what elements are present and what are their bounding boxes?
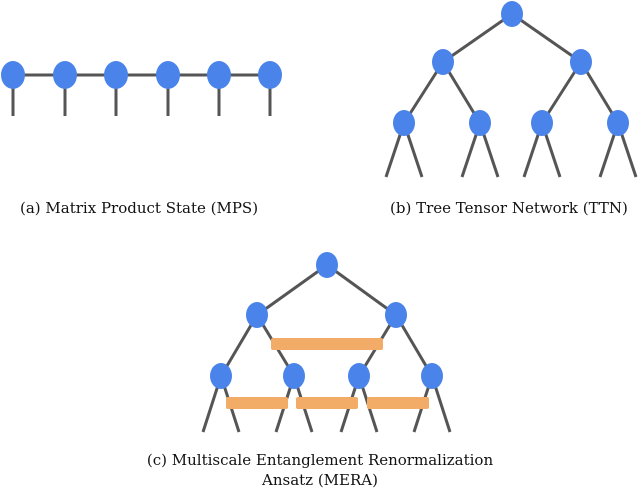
mera-leaf-node (348, 363, 370, 389)
mps-tensor-node (104, 61, 128, 89)
mera-disentangler-lower (296, 397, 358, 409)
mera-edge (256, 263, 328, 317)
mps-diagram (1, 61, 282, 116)
ttn-caption: (b) Tree Tensor Network (TTN) (390, 199, 628, 217)
mera-diagram (201, 252, 452, 433)
mera-tensor-node (246, 302, 268, 328)
mera-root-node (316, 252, 338, 278)
mera-disentangler-lower (226, 397, 288, 409)
ttn-edge (511, 12, 582, 64)
mps-tensor-node (156, 61, 180, 89)
mps-tensor-node (53, 61, 77, 89)
mps-caption: (a) Matrix Product State (MPS) (20, 199, 259, 217)
mera-edge (326, 263, 397, 317)
mps-tensor-node (258, 61, 282, 89)
mera-tensor-node (385, 302, 407, 328)
ttn-diagram (384, 1, 638, 178)
mera-leaf-node (210, 363, 232, 389)
mera-caption-line2: Ansatz (MERA) (262, 471, 378, 489)
mera-caption: (c) Multiscale Entanglement Renormalizat… (0, 450, 640, 490)
ttn-leaf-node (531, 110, 553, 136)
ttn-leaf-node (469, 110, 491, 136)
mps-tensor-node (1, 61, 25, 89)
ttn-root-node (501, 1, 523, 27)
mps-tensor-node (207, 61, 231, 89)
mera-leaf-node (283, 363, 305, 389)
mera-disentangler-lower (367, 397, 429, 409)
ttn-tensor-node (570, 49, 592, 75)
ttn-edge (442, 12, 513, 64)
mera-disentangler-upper (271, 338, 383, 350)
ttn-leaf-node (607, 110, 629, 136)
mera-caption-line1: (c) Multiscale Entanglement Renormalizat… (146, 451, 494, 469)
ttn-tensor-node (432, 49, 454, 75)
mera-leaf-node (421, 363, 443, 389)
ttn-leaf-node (393, 110, 415, 136)
